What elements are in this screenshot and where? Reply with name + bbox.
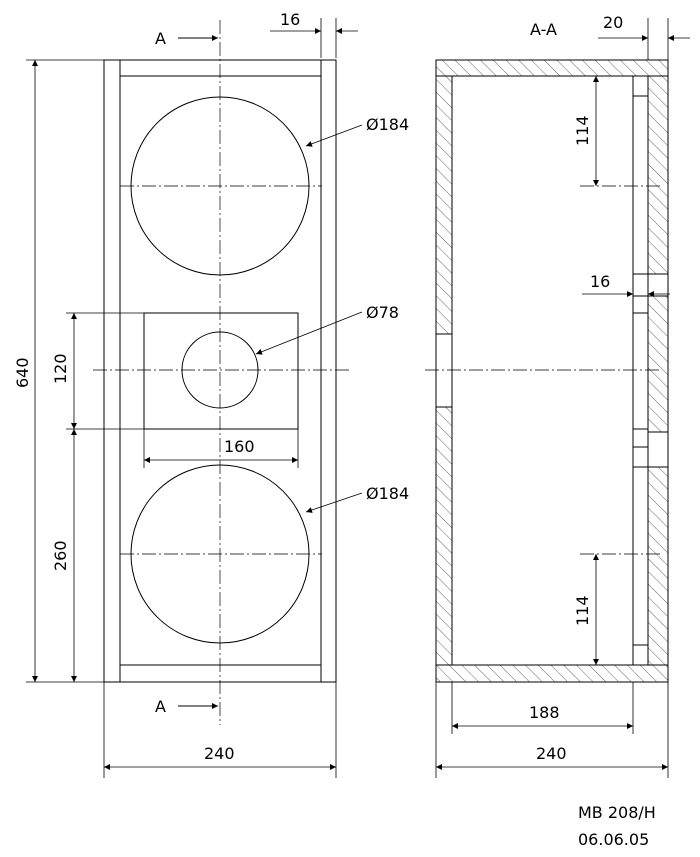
drawing-number: MB 208/H — [578, 803, 656, 822]
dim-cutout-vertical — [66, 312, 144, 682]
back-panel-upper-section — [435, 75, 453, 335]
woofer-bottom-offset-label: 114 — [573, 595, 592, 626]
dim-total-height — [26, 59, 104, 683]
tweeter-diameter-label: Ø78 — [366, 303, 399, 322]
section-view — [435, 59, 669, 683]
leader-lines-front — [255, 124, 363, 513]
dim-cutout-width — [143, 429, 299, 468]
cutout-offset-label: 260 — [51, 540, 70, 571]
drawing-date: 06.06.05 — [578, 830, 649, 849]
section-marker-top: A — [155, 29, 166, 48]
front-center-lines — [93, 20, 350, 725]
total-height-label: 640 — [13, 357, 32, 388]
section-width-label: 240 — [536, 744, 567, 763]
baffle-thickness-label: 20 — [603, 13, 623, 32]
dim-inner-width — [451, 682, 634, 734]
bottom-panel-section — [435, 664, 669, 683]
section-title: A-A — [530, 20, 557, 39]
woofer-bottom-diameter-label: Ø184 — [366, 484, 409, 503]
back-panel-lower-section — [435, 406, 453, 666]
woofer-top-diameter-label: Ø184 — [366, 115, 409, 134]
baffle-section-3 — [647, 466, 669, 666]
panel-thickness-label: 16 — [280, 10, 300, 29]
top-panel-section — [435, 59, 669, 77]
woofer-top-offset-label: 114 — [573, 115, 592, 146]
dim-baffle-thickness — [598, 18, 690, 60]
baffle-section-2 — [647, 295, 669, 433]
dim-front-width — [103, 682, 337, 778]
rebate-depth-label: 16 — [590, 272, 610, 291]
cutout-height-label: 120 — [51, 353, 70, 384]
section-center-lines — [425, 185, 660, 555]
front-width-label: 240 — [204, 744, 235, 763]
dim-section-width — [435, 682, 669, 778]
dim-panel-thickness — [270, 18, 358, 58]
tweeter-mount-cutout — [143, 312, 299, 430]
baffle-section-1 — [647, 75, 669, 275]
inner-width-label: 188 — [529, 703, 560, 722]
cutout-width-label: 160 — [224, 437, 255, 456]
section-marker-bottom: A — [155, 697, 166, 716]
